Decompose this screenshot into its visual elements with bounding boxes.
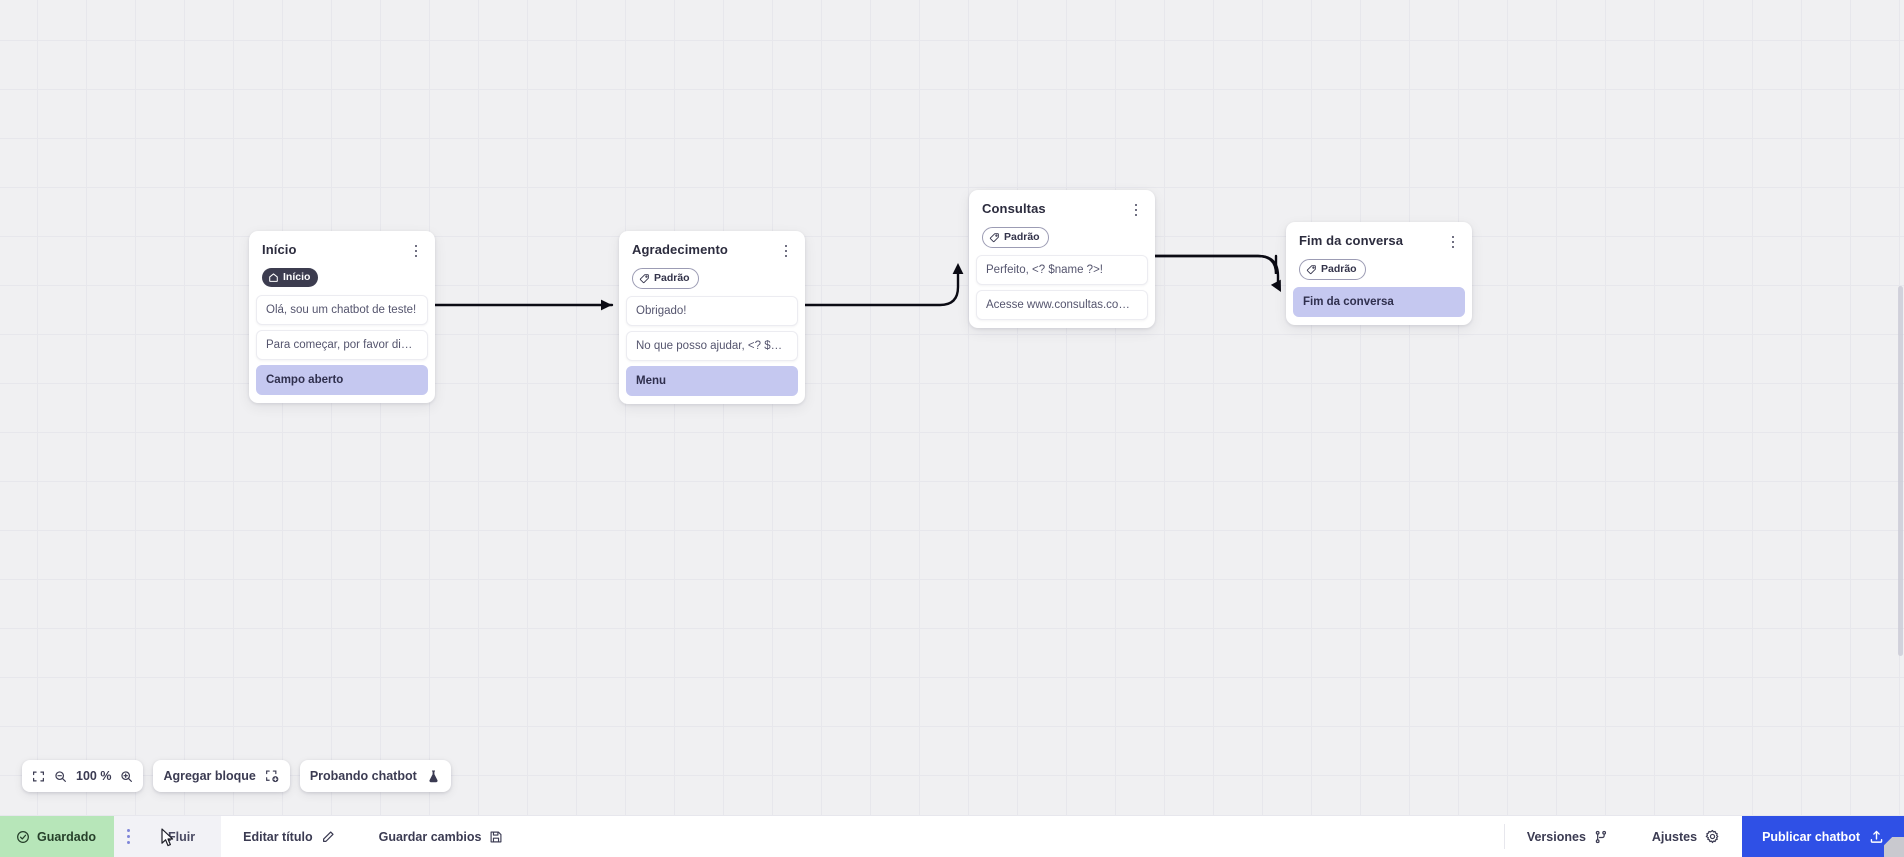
node-menu-button[interactable] [778, 241, 794, 261]
node-title: Fim da conversa [1299, 233, 1404, 248]
node-rows: Perfeito, <? $name ?>! Acesse www.consul… [976, 255, 1148, 320]
arrowhead-fim [1270, 279, 1281, 292]
flow-node-consultas[interactable]: Consultas Padrão Perfeito, <? $name ?>! … [969, 190, 1155, 328]
test-chatbot-button[interactable]: Probando chatbot [299, 760, 451, 792]
zoom-level-label: 100 % [76, 769, 112, 783]
node-badge-padrao[interactable]: Padrão [982, 227, 1049, 248]
node-badge-row: Padrão [626, 261, 798, 296]
save-changes-label: Guardar cambios [378, 829, 482, 844]
edge-consultas-fim [1153, 254, 1278, 275]
node-badge-row: Padrão [976, 220, 1148, 255]
upload-icon [1870, 830, 1883, 843]
node-badge-row: Padrão [1293, 252, 1465, 287]
node-menu-button[interactable] [1128, 200, 1144, 220]
arrowhead-consultas [952, 263, 964, 274]
node-rows: Olá, sou um chatbot de teste! Para começ… [256, 295, 428, 395]
zoom-controls[interactable]: 100 % [22, 760, 144, 792]
fit-screen-icon[interactable] [32, 770, 45, 783]
edge-consultas-fim-b [1153, 254, 1280, 290]
bottom-toolbar: Guardado Fluir Editar título Guardar cam… [0, 815, 1904, 857]
node-rows: Fim da conversa [1293, 287, 1465, 317]
canvas-vertical-scrollbar[interactable] [1898, 286, 1903, 656]
pencil-icon [322, 830, 334, 842]
node-badge-label: Padrão [654, 272, 690, 285]
node-row[interactable]: Perfeito, <? $name ?>! [976, 255, 1148, 285]
flow-node-fim-da-conversa[interactable]: Fim da conversa Padrão Fim da conversa [1286, 222, 1472, 325]
mouse-cursor [161, 828, 174, 847]
flask-icon [426, 769, 441, 784]
edit-title-label: Editar título [243, 829, 313, 844]
node-header: Agradecimento [626, 238, 798, 261]
canvas-toolbar: 100 % Agregar bloque P [22, 760, 451, 792]
node-badge-label: Padrão [1321, 263, 1357, 276]
node-badge-label: Padrão [1004, 231, 1040, 244]
node-row-accent[interactable]: Menu [626, 366, 798, 396]
test-chatbot-label: Probando chatbot [309, 769, 417, 783]
zoom-out-icon[interactable] [54, 770, 67, 783]
bottom-toolbar-spacer [525, 816, 1503, 857]
node-title: Agradecimento [632, 242, 728, 257]
edge-agradecimento-consultas [803, 266, 960, 307]
node-title: Consultas [982, 201, 1046, 216]
save-changes-button[interactable]: Guardar cambios [357, 816, 526, 857]
node-badge-padrao[interactable]: Padrão [1299, 259, 1366, 280]
node-row-accent[interactable]: Fim da conversa [1293, 287, 1465, 317]
node-row[interactable]: Olá, sou um chatbot de teste! [256, 295, 428, 325]
node-header: Fim da conversa [1293, 229, 1465, 252]
node-row[interactable]: No que posso ajudar, <? $name ... [626, 331, 798, 361]
check-circle-icon [17, 830, 29, 843]
settings-label: Ajustes [1651, 829, 1698, 844]
add-block-button[interactable]: Agregar bloque [153, 760, 290, 792]
node-badge-row: Início [256, 261, 428, 295]
node-row[interactable]: Acesse www.consultas.com par... [976, 290, 1148, 320]
arrowhead-agradecimento [601, 299, 612, 311]
flow-node-agradecimento[interactable]: Agradecimento Padrão Obrigado! No que po… [619, 231, 805, 404]
node-rows: Obrigado! No que posso ajudar, <? $name … [626, 296, 798, 396]
node-row-accent[interactable]: Campo aberto [256, 365, 428, 395]
tag-icon [1306, 265, 1316, 275]
node-title: Início [262, 242, 297, 257]
node-badge-inicio[interactable]: Início [262, 268, 319, 287]
saved-status-label: Guardado [37, 829, 97, 844]
publish-chatbot-label: Publicar chatbot [1762, 829, 1860, 844]
versions-button[interactable]: Versiones [1505, 816, 1630, 857]
edit-title-button[interactable]: Editar título [221, 816, 356, 857]
flow-canvas[interactable]: Início Início Olá, sou um chatbot de tes… [0, 0, 1904, 815]
toolbar-divider [1503, 824, 1505, 849]
flow-edges [433, 254, 1281, 311]
node-badge-label: Início [283, 271, 311, 284]
tag-icon [639, 274, 649, 284]
tag-icon [989, 233, 999, 243]
saved-status-badge: Guardado [0, 816, 115, 857]
floppy-icon [490, 831, 502, 842]
node-header: Início [256, 238, 428, 261]
add-block-icon [265, 769, 280, 784]
drag-dots-icon[interactable] [114, 816, 143, 857]
node-menu-button[interactable] [1445, 232, 1461, 252]
node-menu-button[interactable] [408, 241, 424, 261]
publish-chatbot-button[interactable]: Publicar chatbot [1742, 816, 1904, 857]
node-badge-padrao[interactable]: Padrão [632, 268, 699, 289]
node-row[interactable]: Para começar, por favor digite o ... [256, 330, 428, 360]
node-row[interactable]: Obrigado! [626, 296, 798, 326]
node-header: Consultas [976, 197, 1148, 220]
flow-node-inicio[interactable]: Início Início Olá, sou um chatbot de tes… [249, 231, 435, 403]
add-block-label: Agregar bloque [163, 769, 256, 783]
settings-button[interactable]: Ajustes [1630, 816, 1742, 857]
versions-label: Versiones [1526, 829, 1586, 844]
zoom-in-icon[interactable] [120, 770, 133, 783]
home-icon [269, 273, 278, 282]
gear-icon [1705, 829, 1719, 844]
tab-fluir[interactable]: Fluir [142, 816, 222, 857]
tab-fluir-label: Fluir [168, 829, 196, 844]
branch-icon [1595, 830, 1606, 843]
